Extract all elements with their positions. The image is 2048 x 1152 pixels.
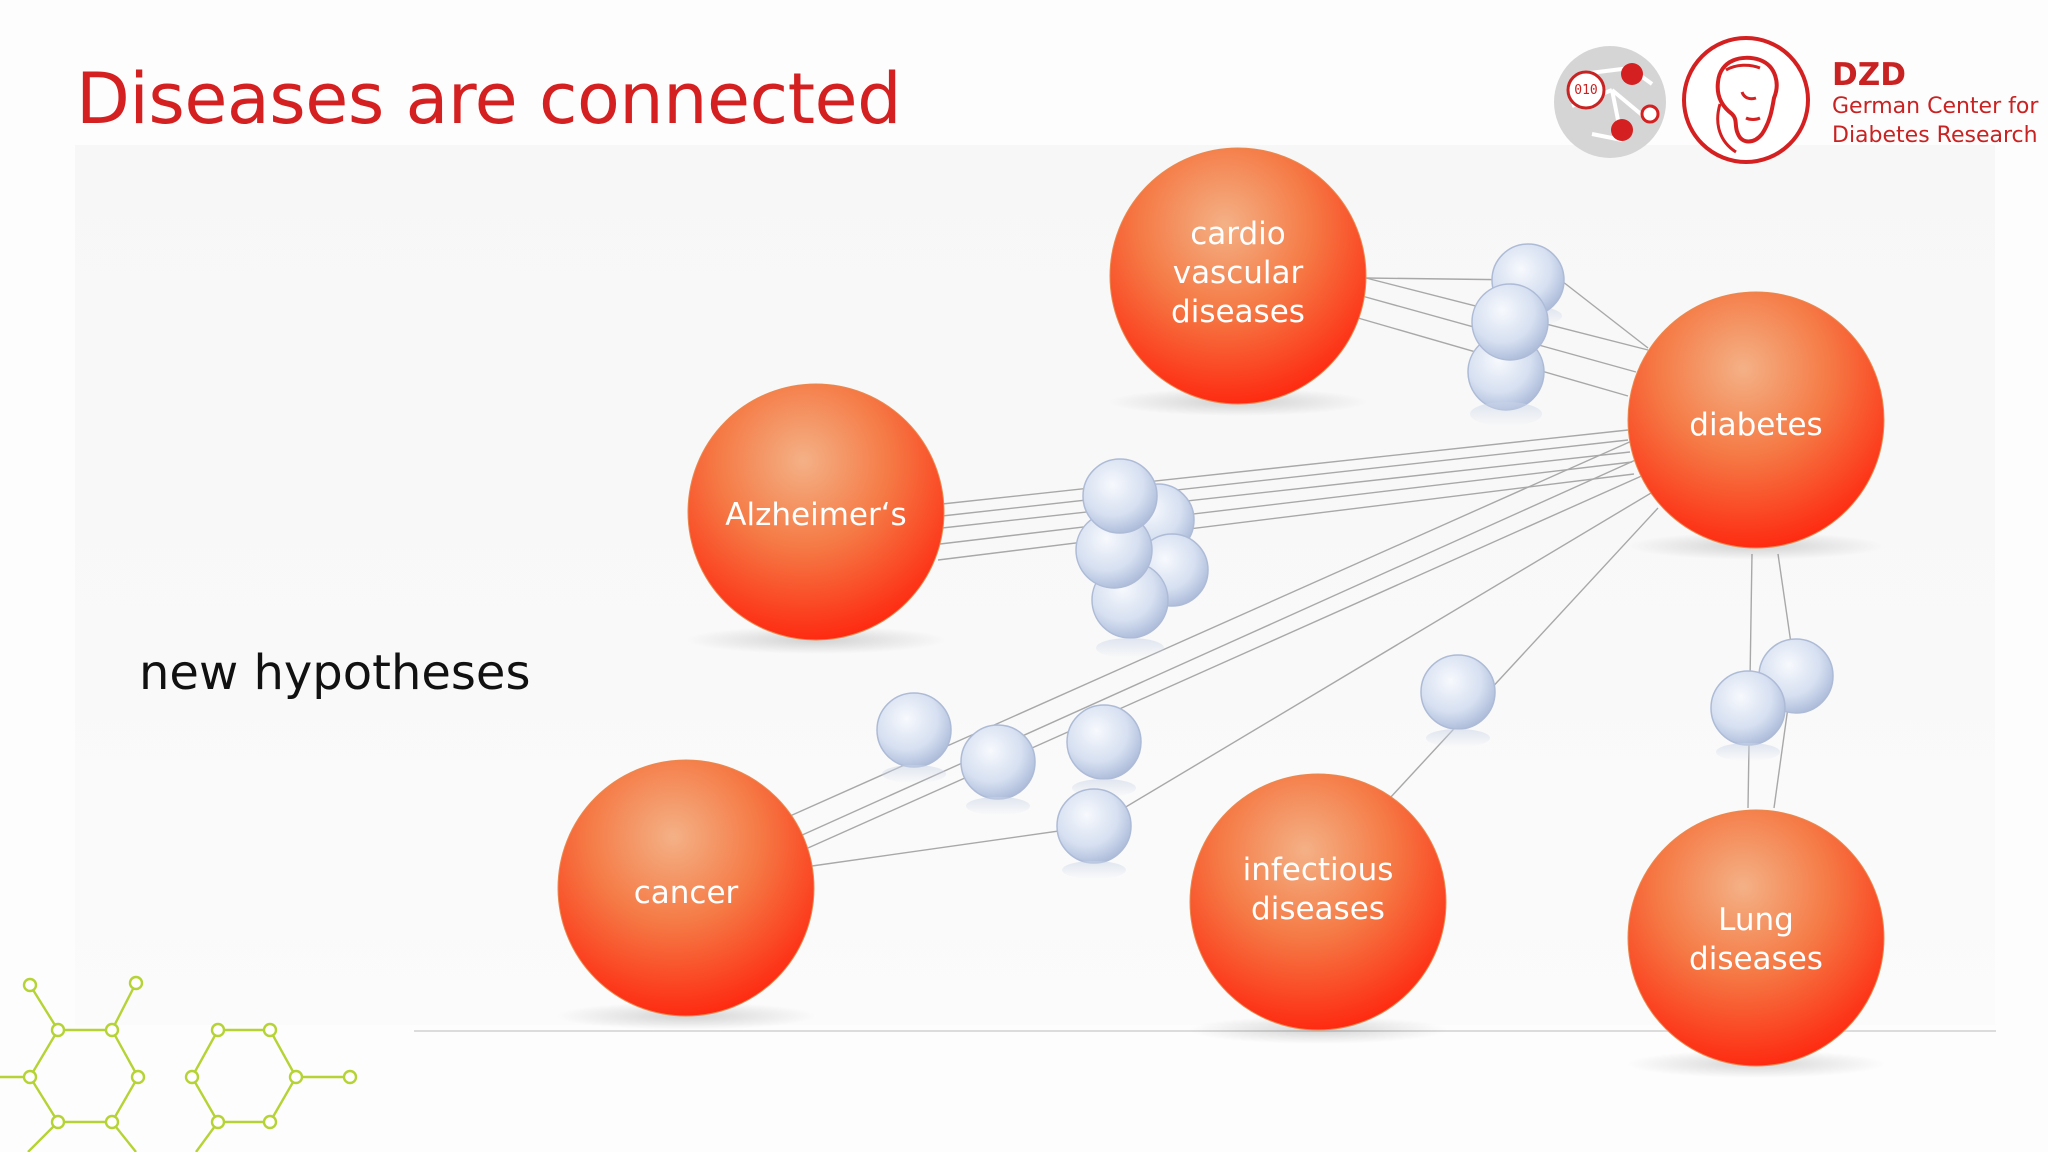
link-line xyxy=(941,429,1629,505)
portrait-seal-icon xyxy=(1682,36,1810,164)
intermediate-node xyxy=(1420,654,1496,730)
node-cardio: cardio vascular diseases xyxy=(1108,147,1368,416)
intermediate-node xyxy=(1056,788,1132,864)
node-label-cardio-line2: vascular xyxy=(1173,255,1304,291)
intermediate-node xyxy=(1710,670,1786,746)
link-line xyxy=(941,439,1629,517)
node-label-lung-line2: diseases xyxy=(1689,941,1823,977)
link-line xyxy=(939,461,1633,545)
link-line xyxy=(807,473,1647,849)
network-graph-icon: 010 xyxy=(1554,46,1666,158)
intermediate-node xyxy=(876,692,952,768)
node-diabetes: diabetes xyxy=(1626,291,1886,560)
node-infectious: infectious diseases xyxy=(1188,773,1448,1044)
logo-abbreviation: DZD xyxy=(1832,57,1906,93)
new-hypotheses-label: new hypotheses xyxy=(139,645,531,701)
node-cancer: cancer xyxy=(556,759,816,1030)
link-line xyxy=(937,473,1635,561)
svg-text:010: 010 xyxy=(1574,83,1597,98)
node-lung: Lung diseases xyxy=(1626,809,1886,1078)
link-line xyxy=(1093,489,1657,827)
node-label-cardio-line3: diseases xyxy=(1171,294,1305,330)
slide-title: Diseases are connected xyxy=(76,58,902,140)
node-label-infectious-line2: diseases xyxy=(1251,891,1385,927)
node-label-infectious-line1: infectious xyxy=(1243,852,1394,888)
node-label-cancer: cancer xyxy=(634,875,739,911)
intermediate-node xyxy=(960,724,1036,800)
dzd-logo-text: DZD German Center for Diabetes Research xyxy=(1832,58,2038,150)
link-line xyxy=(811,825,1095,867)
node-alzheimers: Alzheimer‘s xyxy=(686,383,946,654)
logo-name-line2: Diabetes Research xyxy=(1832,123,2038,148)
node-label-alzheimers: Alzheimer‘s xyxy=(725,497,906,533)
connection-lines xyxy=(789,263,1795,867)
intermediate-nodes xyxy=(876,243,1834,879)
node-label-lung-line1: Lung xyxy=(1718,902,1794,938)
link-line xyxy=(1389,507,1659,799)
node-label-cardio-line1: cardio xyxy=(1190,216,1286,252)
logo-name-line1: German Center for xyxy=(1832,94,2039,119)
node-label-diabetes: diabetes xyxy=(1689,407,1822,443)
molecule-decoration xyxy=(0,975,358,1152)
intermediate-node xyxy=(1066,704,1142,780)
link-line xyxy=(941,451,1631,529)
intermediate-node xyxy=(1082,458,1158,534)
intermediate-node xyxy=(1471,283,1549,361)
